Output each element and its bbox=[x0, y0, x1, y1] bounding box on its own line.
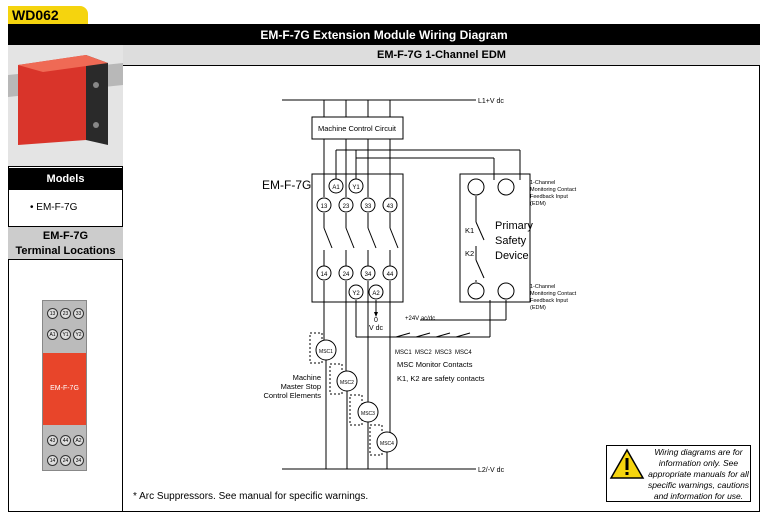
l2-label: L2/-V dc bbox=[478, 467, 505, 474]
diagram-subtitle: EM-F-7G 1-Channel EDM bbox=[123, 45, 760, 66]
terminal-24 bbox=[338, 265, 354, 281]
contact-44-label: 44 bbox=[387, 272, 394, 278]
product-photo bbox=[8, 45, 123, 167]
msc1-coil-label: MSC1 bbox=[319, 349, 333, 355]
contact-14-label: 14 bbox=[321, 272, 328, 278]
primary-line3: Device bbox=[495, 250, 529, 262]
terminal-pin: 23 bbox=[60, 308, 71, 319]
edm-bottom-line1: 1-Channel bbox=[530, 284, 555, 290]
edm-top-line1: 1-Channel bbox=[530, 180, 555, 186]
ground-arrow bbox=[374, 312, 378, 317]
a2-label: A2 bbox=[372, 291, 380, 297]
msc4-label: MSC4 bbox=[455, 350, 472, 356]
contact-33-label: 33 bbox=[365, 204, 372, 210]
machine-master-line3: Control Elements bbox=[263, 391, 321, 400]
contact-43-label: 43 bbox=[387, 204, 394, 210]
terminal-33 bbox=[360, 197, 376, 213]
primary-safety-device-box bbox=[459, 173, 531, 303]
k1-label: K1 bbox=[465, 226, 474, 235]
msc2-coil-label: MSC2 bbox=[340, 380, 354, 386]
msc1-label: MSC1 bbox=[395, 350, 412, 356]
edm-terminal-bottom-left bbox=[467, 282, 485, 300]
k-note-label: K1, K2 are safety contacts bbox=[397, 374, 485, 383]
terminal-y1 bbox=[348, 178, 364, 194]
edm-bottom-line3: Feedback Input bbox=[530, 298, 568, 304]
footnote: * Arc Suppressors. See manual for specif… bbox=[133, 491, 369, 502]
k2-label: K2 bbox=[465, 249, 474, 258]
diagram-frame bbox=[8, 24, 760, 512]
edm-terminal-top-left bbox=[467, 178, 485, 196]
terminal-pin: 33 bbox=[73, 308, 84, 319]
terminal-pin: 34 bbox=[73, 455, 84, 466]
warning-text: Wiring diagrams are for information only… bbox=[647, 447, 750, 501]
terminal-body-label: EM-F-7G bbox=[43, 353, 86, 425]
edm-terminal-bottom-right bbox=[497, 282, 515, 300]
plus24-label: +24V ac/dc bbox=[405, 316, 435, 322]
msc3-label: MSC3 bbox=[435, 350, 452, 356]
contact-23-label: 23 bbox=[343, 204, 350, 210]
terminal-pin: A1 bbox=[47, 329, 58, 340]
terminal-pin: 14 bbox=[47, 455, 58, 466]
contact-13-label: 13 bbox=[321, 204, 328, 210]
msc1-coil bbox=[315, 339, 337, 361]
document-tag: WD062 bbox=[8, 6, 88, 24]
zero-v-unit: V dc bbox=[369, 325, 384, 332]
machine-control-label: Machine Control Circuit bbox=[318, 124, 397, 133]
terminal-pin: Y2 bbox=[73, 329, 84, 340]
module-box bbox=[311, 173, 404, 303]
msc3-coil bbox=[357, 401, 379, 423]
terminal-23 bbox=[338, 197, 354, 213]
module-label: EM-F-7G bbox=[262, 178, 311, 192]
edm-top-line4: (EDM) bbox=[530, 201, 546, 207]
edm-bottom-line2: Monitoring Contact bbox=[530, 291, 577, 297]
msc2-coil bbox=[336, 370, 358, 392]
machine-control-box bbox=[311, 116, 404, 140]
machine-master-line2: Master Stop bbox=[281, 382, 321, 391]
terminal-pin: Y1 bbox=[60, 329, 71, 340]
terminal-34 bbox=[360, 265, 376, 281]
warning-icon bbox=[609, 448, 645, 479]
msc2-label: MSC2 bbox=[415, 350, 432, 356]
terminal-14 bbox=[316, 265, 332, 281]
zero-v-label: 0 bbox=[374, 317, 378, 324]
terminal-pin: 43 bbox=[47, 435, 58, 446]
models-header: Models bbox=[8, 168, 123, 190]
y2-label: Y2 bbox=[352, 291, 360, 297]
l1-label: L1+V dc bbox=[478, 98, 504, 105]
terminal-pin: 13 bbox=[47, 308, 58, 319]
msc4-coil bbox=[376, 431, 398, 453]
a1-label: A1 bbox=[332, 185, 340, 191]
machine-master-line1: Machine bbox=[293, 373, 321, 382]
y1-label: Y1 bbox=[352, 185, 360, 191]
terminal-13 bbox=[316, 197, 332, 213]
terminal-header: EM-F-7G Terminal Locations bbox=[8, 226, 123, 260]
edm-bottom-line4: (EDM) bbox=[530, 305, 546, 311]
terminal-header-line1: EM-F-7G bbox=[42, 230, 89, 242]
left-panel bbox=[8, 45, 123, 512]
terminal-diagram: 13 23 33 A1 Y1 Y2 EM-F-7G 43 44 A2 14 24… bbox=[42, 300, 87, 471]
primary-line2: Safety bbox=[495, 235, 527, 247]
edm-top-line3: Feedback Input bbox=[530, 194, 568, 200]
contact-24-label: 24 bbox=[343, 272, 350, 278]
terminal-44 bbox=[382, 265, 398, 281]
model-item: • EM-F-7G bbox=[30, 202, 78, 213]
terminal-y2 bbox=[348, 284, 364, 300]
terminal-a2 bbox=[368, 284, 384, 300]
edm-top-line2: Monitoring Contact bbox=[530, 187, 577, 193]
primary-line1: Primary bbox=[495, 220, 533, 232]
msc-monitor-label: MSC Monitor Contacts bbox=[397, 360, 473, 369]
terminal-pin: 44 bbox=[60, 435, 71, 446]
terminal-pin: A2 bbox=[73, 435, 84, 446]
msc3-coil-label: MSC3 bbox=[361, 411, 375, 417]
msc4-coil-label: MSC4 bbox=[380, 441, 394, 447]
contact-34-label: 34 bbox=[365, 272, 372, 278]
edm-terminal-top-right bbox=[497, 178, 515, 196]
terminal-pin: 24 bbox=[60, 455, 71, 466]
terminal-43 bbox=[382, 197, 398, 213]
page-title: EM-F-7G Extension Module Wiring Diagram bbox=[8, 25, 760, 45]
terminal-header-line2: Terminal Locations bbox=[15, 245, 116, 257]
warning-box: Wiring diagrams are for information only… bbox=[606, 445, 751, 502]
terminal-a1 bbox=[328, 178, 344, 194]
